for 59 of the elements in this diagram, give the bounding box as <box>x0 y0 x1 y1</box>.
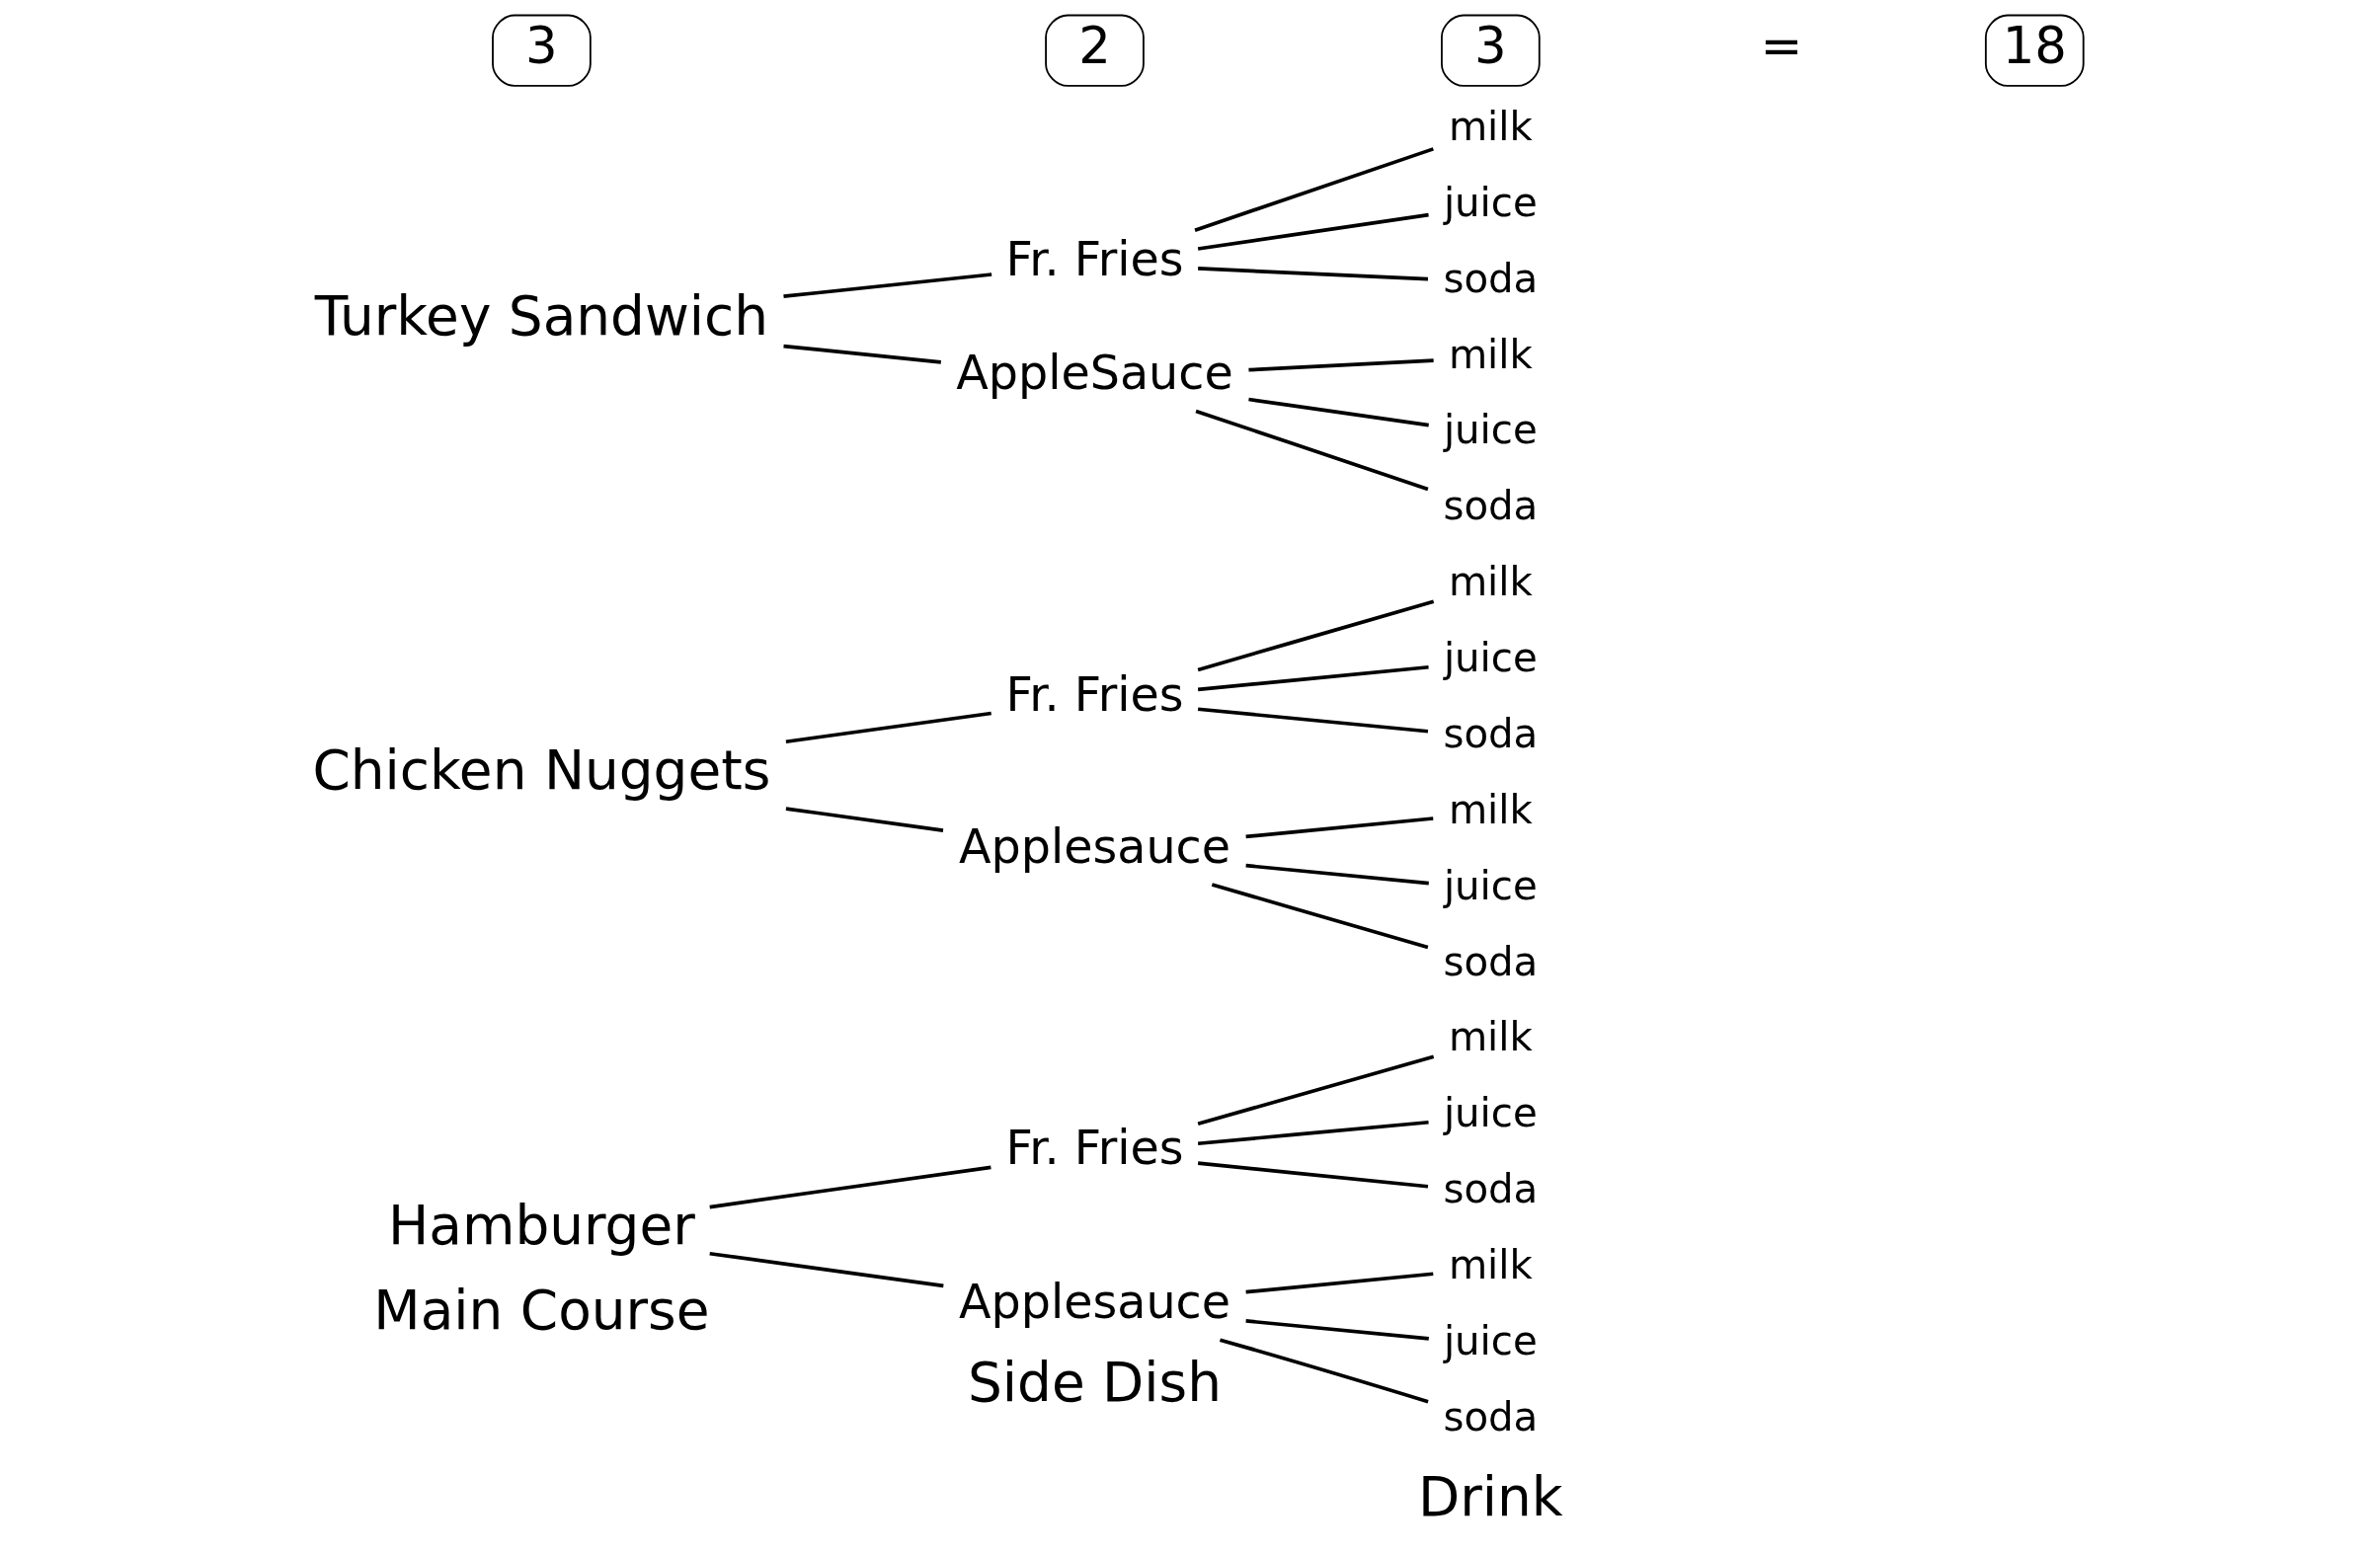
node-text: soda <box>1442 255 1538 301</box>
node-text: milk <box>1448 331 1533 377</box>
label: Side Dish <box>967 1351 1222 1415</box>
node-text: milk <box>1448 1242 1533 1288</box>
node-text: soda <box>1442 1166 1538 1212</box>
connector <box>1219 1338 1429 1404</box>
connector <box>708 1165 992 1209</box>
node-text: soda <box>1442 483 1538 529</box>
node-text: juice <box>1443 407 1538 453</box>
connector <box>1197 599 1434 672</box>
node-text: Fr. Fries <box>1004 666 1184 722</box>
connector <box>1197 1054 1434 1127</box>
connector <box>1197 1120 1429 1146</box>
connector <box>782 272 992 298</box>
connector <box>1244 816 1433 839</box>
connector <box>1193 147 1434 232</box>
connector <box>1244 1272 1433 1294</box>
node-text: AppleSauce <box>955 346 1233 401</box>
node-text: juice <box>1443 1317 1538 1363</box>
node-text: Chicken Nuggets <box>312 738 770 802</box>
node-text: juice <box>1443 1090 1538 1136</box>
connector <box>1244 1319 1429 1341</box>
label: 3 <box>524 15 558 75</box>
connector <box>1197 267 1428 281</box>
connector <box>1244 863 1429 886</box>
node-text: milk <box>1448 559 1533 605</box>
connector <box>785 807 943 832</box>
node-text: Fr. Fries <box>1004 1121 1184 1176</box>
label: 2 <box>1077 15 1111 75</box>
node-text: Hamburger <box>387 1194 695 1258</box>
connector <box>1197 707 1428 734</box>
node-text: juice <box>1443 862 1538 908</box>
node-text: soda <box>1442 1393 1538 1439</box>
connector <box>1194 409 1428 492</box>
connector <box>1247 358 1434 372</box>
connector <box>708 1251 944 1288</box>
connector <box>782 344 941 364</box>
connector <box>1211 883 1428 950</box>
node-text: Applesauce <box>958 1274 1230 1329</box>
node-text: milk <box>1448 1014 1533 1060</box>
label: Drink <box>1417 1464 1563 1528</box>
label: = <box>1760 15 1802 75</box>
connector <box>1197 1161 1428 1189</box>
node-text: juice <box>1443 179 1538 225</box>
connector <box>1197 664 1429 692</box>
connector <box>1247 397 1429 427</box>
node-text: Applesauce <box>958 818 1230 874</box>
label: 18 <box>2002 15 2067 75</box>
node-text: milk <box>1448 103 1533 149</box>
node-text: Fr. Fries <box>1004 231 1184 286</box>
label: 3 <box>1473 15 1507 75</box>
node-text: soda <box>1442 710 1538 756</box>
node-text: juice <box>1443 635 1538 681</box>
node-text: soda <box>1442 938 1538 984</box>
node-text: milk <box>1448 786 1533 832</box>
label: Main Course <box>372 1279 709 1343</box>
node-text: Turkey Sandwich <box>314 284 768 349</box>
connector <box>785 711 992 744</box>
connector <box>1197 212 1429 251</box>
